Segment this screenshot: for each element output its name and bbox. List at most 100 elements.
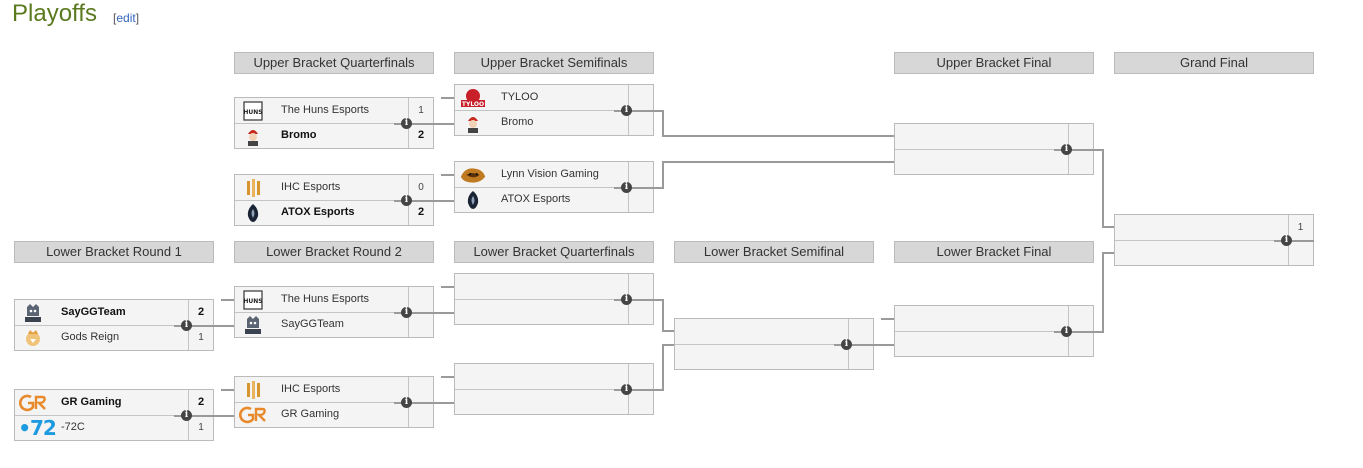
header-lower-quarterfinals: Lower Bracket Quarterfinals [454, 241, 654, 263]
huns-logo-icon: HUNS [239, 289, 267, 310]
team-row: GR Gaming [235, 402, 433, 427]
bracket-connector [434, 312, 454, 314]
team-row: IHC Esports [235, 377, 433, 403]
team-name[interactable]: SayGGTeam [61, 306, 126, 318]
match-info-icon[interactable]: i [1061, 144, 1072, 155]
seventytwo-logo-text: •72 [18, 415, 57, 440]
match-line [1054, 331, 1094, 333]
team-name[interactable]: ATOX Esports [281, 206, 355, 218]
bracket-connector [662, 110, 664, 137]
saygg-logo-icon [239, 314, 267, 335]
header-upper-semifinals: Upper Bracket Semifinals [454, 52, 654, 74]
bracket-connector-stub [221, 299, 234, 301]
match-line [394, 123, 434, 125]
bracket-connector [434, 200, 454, 202]
edit-link[interactable]: edit [116, 11, 136, 25]
atox-logo-icon [459, 189, 487, 210]
team-name[interactable]: Bromo [501, 116, 534, 128]
match-ubsf-2: Lynn Vision Gaming ATOX Esports [454, 161, 654, 213]
team-row: •72 -72C 1 [15, 415, 213, 440]
match-info-icon[interactable]: i [401, 307, 412, 318]
bracket-connector [662, 161, 664, 189]
header-lower-semifinal: Lower Bracket Semifinal [674, 241, 874, 263]
team-row-empty: 1 [1115, 215, 1313, 241]
match-info-icon[interactable]: i [401, 118, 412, 129]
team-name[interactable]: -72C [61, 421, 85, 433]
match-info-icon[interactable]: i [401, 397, 412, 408]
team-name[interactable]: IHC Esports [281, 383, 341, 395]
match-info-icon[interactable]: i [181, 320, 192, 331]
match-line [394, 402, 434, 404]
team-row-empty [675, 319, 873, 345]
match-lbr2-2: IHC Esports GR Gaming [234, 376, 434, 428]
match-info-icon[interactable]: i [401, 195, 412, 206]
page-title: Playoffs [12, 0, 97, 27]
match-line [394, 200, 434, 202]
team-name[interactable]: The Huns Esports [281, 293, 370, 305]
huns-logo-text: HUNS [243, 298, 262, 305]
huns-logo-icon: HUNS [239, 100, 267, 121]
bracket-connector-stub [441, 376, 454, 378]
edit-bracket-open: [ [113, 11, 117, 25]
match-line [394, 312, 434, 314]
team-name[interactable]: Lynn Vision Gaming [501, 168, 599, 180]
match-info-icon[interactable]: i [621, 294, 632, 305]
team-score: 2 [408, 123, 433, 148]
tyloo-logo-icon: TYLOO [459, 87, 487, 108]
team-row: Bromo [455, 110, 653, 135]
team-name[interactable]: ATOX Esports [501, 193, 571, 205]
match-ubqf-2: IHC Esports 0 ATOX Esports 2 [234, 174, 434, 226]
team-name[interactable]: SayGGTeam [281, 318, 344, 330]
team-name[interactable]: The Huns Esports [281, 104, 370, 116]
bracket-connector [434, 402, 454, 404]
team-name[interactable]: Gods Reign [61, 331, 120, 343]
bracket-connector [662, 299, 664, 332]
bracket-connector [662, 330, 674, 332]
team-row: HUNS The Huns Esports 1 [235, 98, 433, 124]
match-line [614, 187, 654, 189]
header-lower-round-1: Lower Bracket Round 1 [14, 241, 214, 263]
bracket-connector [662, 161, 894, 163]
team-score: 1 [1297, 222, 1304, 233]
match-line [174, 325, 214, 327]
bracket-connector [874, 344, 894, 346]
tyloo-logo-text: TYLOO [462, 101, 484, 108]
header-upper-final: Upper Bracket Final [894, 52, 1094, 74]
gr-gaming-logo-icon [239, 404, 267, 425]
bracket-connector [654, 110, 664, 112]
team-name[interactable]: GR Gaming [61, 396, 122, 408]
team-score: 2 [408, 200, 433, 225]
match-line [614, 389, 654, 391]
team-row: HUNS The Huns Esports [235, 287, 433, 313]
bracket-connector [1102, 149, 1104, 228]
match-info-icon[interactable]: i [621, 105, 632, 116]
bracket-connector-stub [441, 97, 454, 99]
team-score: 2 [188, 300, 213, 325]
match-line [174, 415, 214, 417]
match-info-icon[interactable]: i [1061, 326, 1072, 337]
atox-logo-icon [239, 202, 267, 223]
match-info-icon[interactable]: i [621, 384, 632, 395]
team-row: Lynn Vision Gaming [455, 162, 653, 188]
match-line [614, 299, 654, 301]
match-info-icon[interactable]: i [621, 182, 632, 193]
team-name[interactable]: Bromo [281, 129, 317, 141]
bracket-connector [1094, 331, 1104, 333]
header-upper-quarterfinals: Upper Bracket Quarterfinals [234, 52, 434, 74]
match-info-icon[interactable]: i [841, 339, 852, 350]
team-name[interactable]: TYLOO [501, 91, 539, 103]
header-lower-final: Lower Bracket Final [894, 241, 1094, 263]
bracket-connector [654, 187, 664, 189]
team-row: TYLOO TYLOO [455, 85, 653, 111]
team-row: ATOX Esports [455, 187, 653, 212]
team-name[interactable]: GR Gaming [281, 408, 340, 420]
match-line [1274, 240, 1314, 242]
team-name[interactable]: IHC Esports [281, 181, 341, 193]
bracket-connector [654, 389, 664, 391]
header-grand-final: Grand Final [1114, 52, 1314, 74]
match-info-icon[interactable]: i [1281, 235, 1292, 246]
team-row: ATOX Esports 2 [235, 200, 433, 225]
match-info-icon[interactable]: i [181, 410, 192, 421]
match-line [1054, 149, 1094, 151]
match-ubqf-1: HUNS The Huns Esports 1 Bromo 2 [234, 97, 434, 149]
